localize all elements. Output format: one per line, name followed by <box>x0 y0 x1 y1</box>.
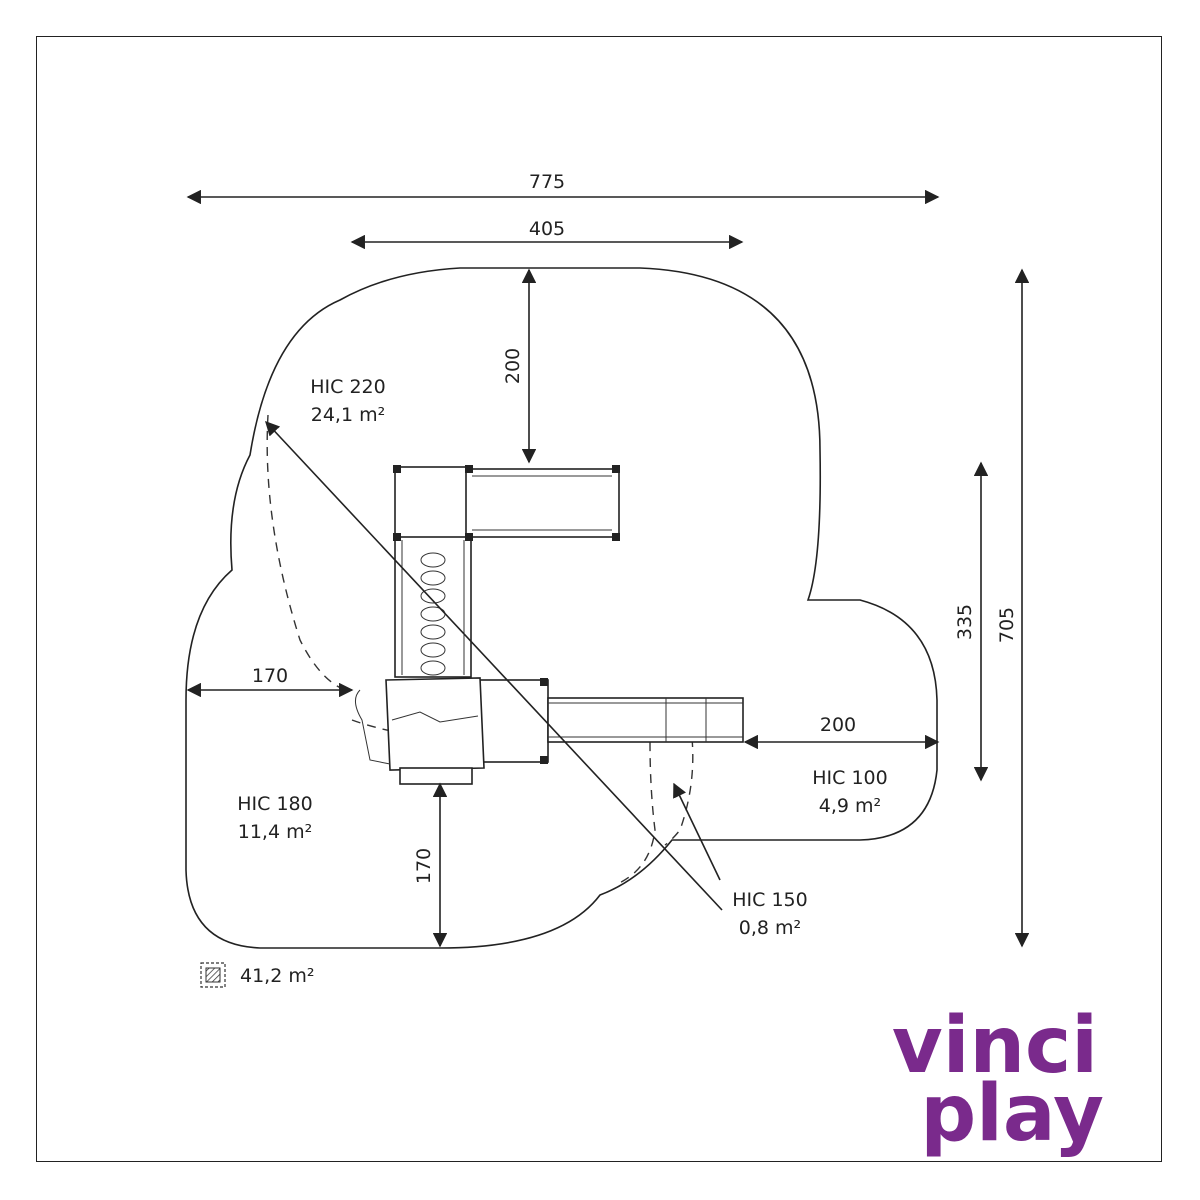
hic100-label: HIC 100 <box>812 767 887 789</box>
total-height-label: 705 <box>996 607 1018 643</box>
legend: 41,2 m² <box>200 962 314 988</box>
bottom-clearance-label: 170 <box>413 848 435 884</box>
access-step <box>399 767 473 785</box>
hic150-area: 0,8 m² <box>739 917 801 939</box>
hic180-label: HIC 180 <box>237 793 312 815</box>
slide <box>547 697 744 743</box>
bridge-platform <box>465 468 620 538</box>
hic150-dashed-boundary-right <box>664 737 694 846</box>
climbing-grips <box>420 552 446 676</box>
hic100-area: 4,9 m² <box>819 795 881 817</box>
hic180-area: 11,4 m² <box>238 821 312 843</box>
hic150-label: HIC 150 <box>732 889 807 911</box>
total-width-label: 775 <box>529 171 565 193</box>
hic220-label: HIC 220 <box>310 376 385 398</box>
tower-top-platform <box>394 466 472 540</box>
logo-line1: vinci <box>892 1001 1098 1091</box>
hatched-square-icon <box>200 962 226 988</box>
structure-width-label: 405 <box>529 218 565 240</box>
play-equipment <box>355 465 744 785</box>
top-clearance-label: 200 <box>502 348 524 384</box>
left-clearance-label: 170 <box>252 665 288 687</box>
vinciplay-logo: vinci play <box>892 1001 1104 1159</box>
logo-line2: play <box>920 1069 1104 1159</box>
right-clearance-label: 200 <box>820 714 856 736</box>
diagonal-line <box>265 420 723 911</box>
hic150-dashed-boundary-left <box>614 741 656 886</box>
rock-climbing-panel <box>385 677 485 771</box>
safety-zone-outline <box>185 267 938 949</box>
hic220-dashed-boundary <box>266 414 346 691</box>
hic150-pointer-arrow <box>673 782 721 881</box>
legend-total-area: 41,2 m² <box>240 965 314 987</box>
hic220-area: 24,1 m² <box>311 404 385 426</box>
right-height-label: 335 <box>954 604 976 640</box>
drawing-frame <box>36 36 1162 1162</box>
